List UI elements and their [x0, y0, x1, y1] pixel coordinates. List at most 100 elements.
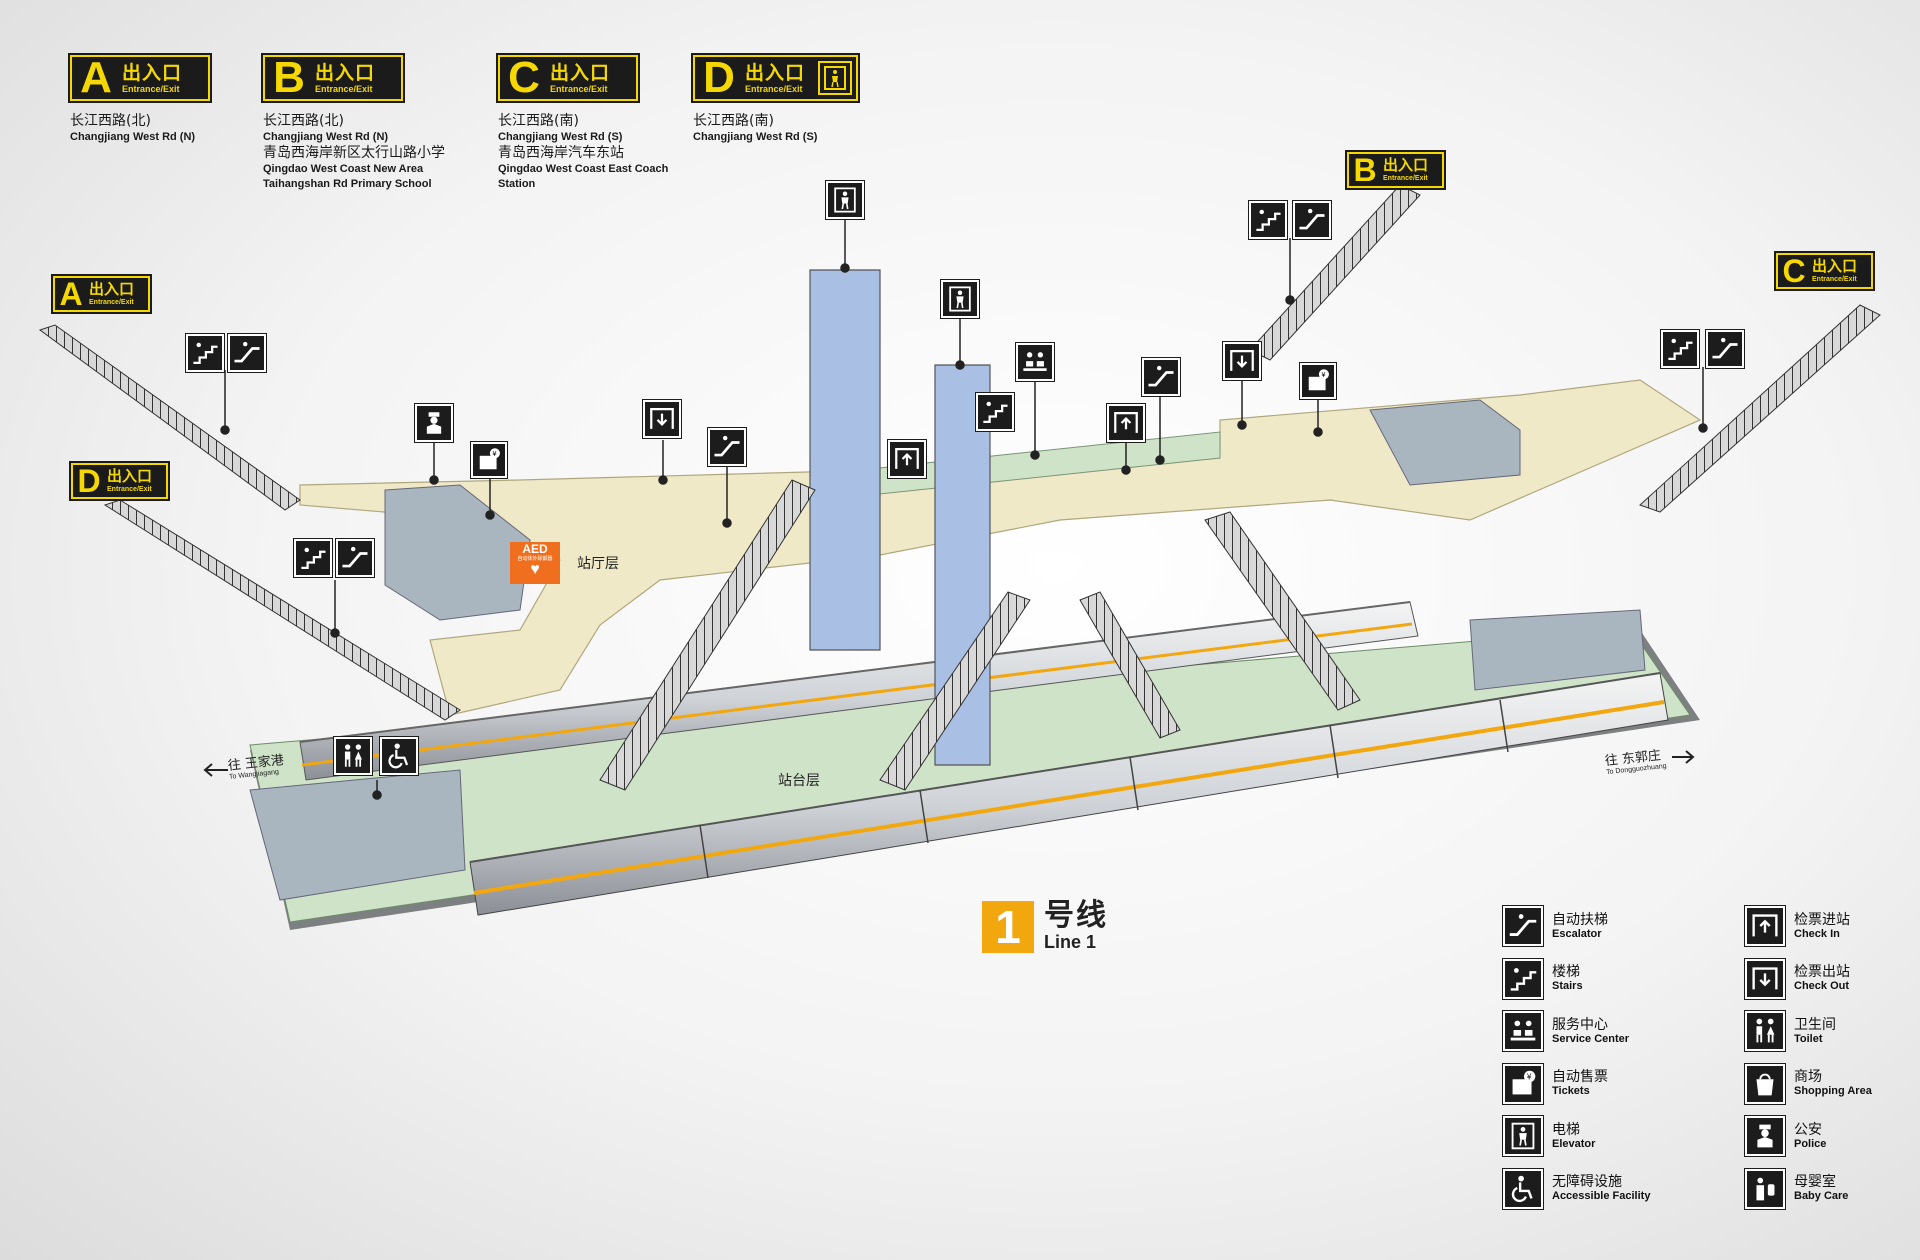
svg-text:¥: ¥ — [1321, 371, 1325, 379]
toilet-icon — [1744, 1010, 1786, 1053]
platform-stairs — [879, 591, 1031, 791]
exit-label-en: Entrance/Exit — [1383, 175, 1428, 182]
exit-label-en: Entrance/Exit — [315, 83, 373, 94]
line-number: 1 — [982, 900, 1034, 953]
aed-subtitle: 自动体外除颤器 — [517, 556, 553, 562]
elevator-icon[interactable] — [940, 279, 980, 319]
exit-a-escalator — [38, 324, 301, 511]
accessible-icon[interactable] — [379, 736, 419, 776]
exit-label-en: Entrance/Exit — [122, 83, 180, 94]
check-in-icon[interactable] — [1106, 403, 1146, 443]
exit-label-cn: 出入口 — [89, 280, 135, 298]
escalator-icon[interactable] — [707, 427, 747, 467]
stairs-icon[interactable] — [1660, 329, 1700, 369]
escalator-icon[interactable] — [227, 333, 267, 373]
exit-letter: C — [508, 53, 540, 102]
line-name-en: Line 1 — [1044, 932, 1097, 952]
direction-arrow-left — [203, 763, 228, 777]
check-out-icon[interactable] — [642, 399, 682, 439]
legend-label-cn: 卫生间 — [1794, 1016, 1836, 1033]
tickets-icon: ¥ — [1502, 1062, 1544, 1105]
tickets-icon[interactable]: ¥ — [470, 441, 508, 479]
stairs-icon — [1502, 957, 1544, 1000]
legend-label-en: Police — [1794, 1137, 1827, 1150]
escalator-icon[interactable] — [335, 538, 375, 578]
exit-letter: B — [1353, 152, 1377, 188]
exit-destination-cn: 青岛西海岸汽车东站 — [498, 145, 624, 161]
escalator-icon[interactable] — [1705, 329, 1745, 369]
near-train — [469, 672, 1669, 916]
exit-d-escalator — [103, 499, 461, 721]
toilet-icon[interactable] — [333, 736, 373, 776]
pillar-left — [809, 269, 881, 651]
legend-label-cn: 电梯 — [1552, 1121, 1580, 1138]
service-center-icon[interactable] — [1015, 342, 1055, 382]
legend-label-cn: 服务中心 — [1552, 1016, 1608, 1033]
stairs-icon[interactable] — [975, 392, 1015, 432]
platform-level-label: 站台层 — [778, 773, 820, 789]
legend-label-cn: 母婴室 — [1794, 1174, 1836, 1191]
concourse-room-right — [1369, 399, 1521, 486]
aed-title: AED — [522, 542, 548, 556]
platform-room-left — [249, 769, 466, 901]
legend-label-cn: 无障碍设施 — [1552, 1174, 1622, 1191]
legend-label-en: Baby Care — [1794, 1190, 1849, 1203]
aed-sign[interactable]: AED 自动体外除颤器 ♥ — [510, 542, 560, 584]
legend-label-en: Service Center — [1552, 1032, 1630, 1045]
accessible-icon — [1502, 1167, 1544, 1210]
legend-label-cn: 公安 — [1794, 1121, 1822, 1138]
exit-destination-cn: 长江西路(北) — [70, 113, 151, 129]
police-icon — [1744, 1115, 1786, 1158]
concourse-level-label: 站厅层 — [577, 556, 619, 572]
stairs-icon[interactable] — [293, 538, 333, 578]
legend-label-cn: 楼梯 — [1552, 964, 1580, 981]
platform-escalator-left — [599, 479, 816, 791]
stairs-icon[interactable] — [185, 333, 225, 373]
escalator-icon[interactable] — [1292, 200, 1332, 240]
exit-destination-en: Changjiang West Rd (S) — [498, 131, 623, 143]
exit-destination-cn: 长江西路(南) — [498, 113, 579, 129]
baby-care-icon — [1744, 1167, 1786, 1210]
legend-label-en: Elevator — [1552, 1137, 1596, 1150]
legend-label-cn: 检票进站 — [1794, 911, 1850, 928]
elevator-icon[interactable] — [825, 180, 865, 220]
legend-label-en: Stairs — [1552, 980, 1583, 993]
check-out-icon[interactable] — [1222, 341, 1262, 381]
exit-destination-en: Qingdao West Coast East Coach Station — [498, 163, 669, 190]
legend-label-en: Check In — [1794, 927, 1840, 940]
legend-label-en: Escalator — [1552, 927, 1602, 940]
tickets-icon[interactable]: ¥ — [1299, 362, 1337, 400]
legend-label-en: Accessible Facility — [1552, 1190, 1651, 1203]
police-icon[interactable] — [414, 403, 454, 443]
exit-letter: B — [273, 53, 305, 102]
check-in-icon[interactable] — [887, 439, 927, 479]
stairs-icon[interactable] — [1248, 200, 1288, 240]
escalator-icon[interactable] — [1141, 357, 1181, 397]
legend-label-cn: 检票出站 — [1794, 964, 1850, 981]
platform-escalator-right — [1204, 511, 1361, 711]
legend-label-en: Toilet — [1794, 1032, 1823, 1045]
exit-destination-en: Changjiang West Rd (N) — [70, 131, 196, 143]
direction-arrow-right — [1672, 750, 1695, 764]
